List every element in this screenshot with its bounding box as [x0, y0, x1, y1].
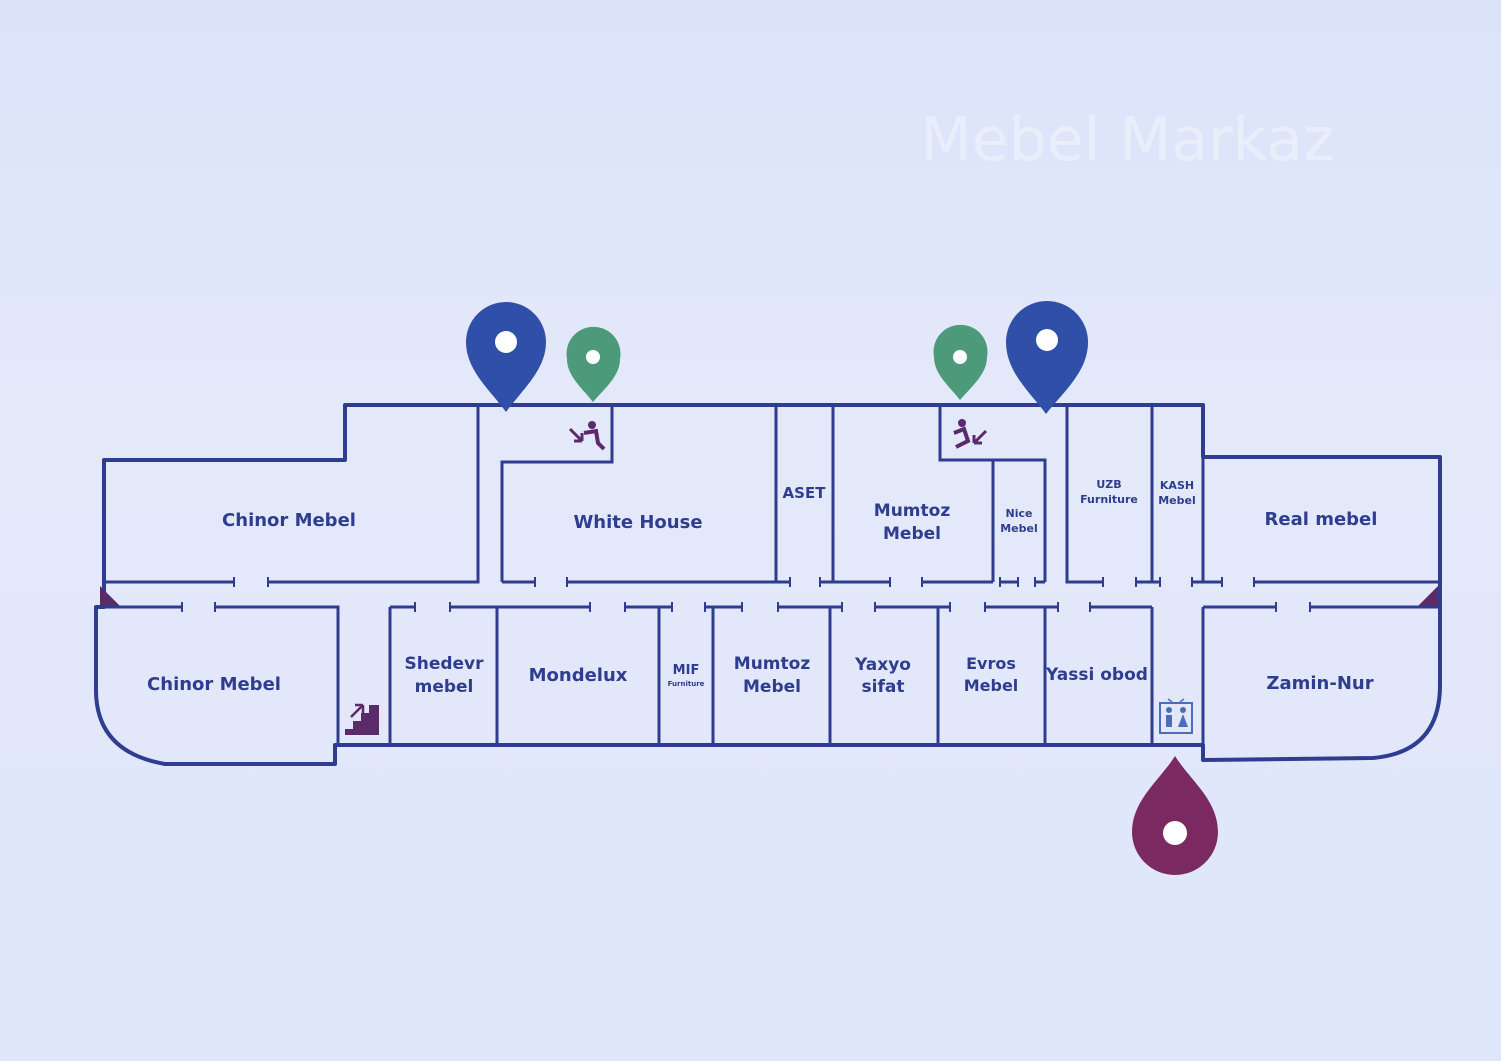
- store-uzb-furniture[interactable]: UZB Furniture: [1080, 478, 1138, 506]
- store-label-line2: Mebel: [1000, 522, 1038, 535]
- watermark-text: Mebel Markaz: [920, 105, 1335, 175]
- escalator-marker-right[interactable]: [933, 324, 988, 400]
- store-label-line1: Nice: [1006, 507, 1033, 520]
- entrance-marker-left[interactable]: [466, 302, 546, 412]
- store-zamin-nur[interactable]: Zamin-Nur: [1266, 673, 1373, 694]
- store-mif-furniture[interactable]: MIF Furniture: [668, 663, 705, 688]
- store-label-line1: Evros: [966, 654, 1016, 673]
- store-label-line2: Furniture: [668, 680, 705, 688]
- store-shedevr-mebel[interactable]: Shedevr mebel: [404, 654, 484, 697]
- entrance-marker-right[interactable]: [1006, 301, 1088, 414]
- stairs-icon: [1418, 586, 1438, 606]
- restroom-icon: [1159, 698, 1193, 734]
- store-aset[interactable]: ASET: [783, 484, 827, 502]
- store-chinor-mebel-top[interactable]: Chinor Mebel: [222, 510, 356, 531]
- store-mumtoz-mebel-top[interactable]: Mumtoz Mebel: [874, 501, 951, 544]
- store-label-line1: KASH: [1160, 479, 1194, 492]
- store-label-line2: Mebel: [1158, 494, 1196, 507]
- store-label-line1: Shedevr: [404, 654, 484, 674]
- store-yaxyo-sifat[interactable]: Yaxyo sifat: [854, 655, 911, 697]
- exit-pin-icon[interactable]: [1132, 756, 1218, 875]
- store-label-line1: Mumtoz: [874, 501, 951, 521]
- stairs-icon: [100, 586, 120, 606]
- store-label-line2: mebel: [415, 677, 474, 697]
- stairs-icon: [345, 703, 379, 735]
- store-mondelux[interactable]: Mondelux: [529, 665, 628, 686]
- escalator-marker-left[interactable]: [566, 326, 621, 402]
- store-label-line2: sifat: [862, 677, 905, 697]
- interior-walls: [104, 405, 1440, 745]
- store-label-line2: Mebel: [964, 676, 1019, 695]
- store-label-line1: Yaxyo: [854, 655, 911, 675]
- store-label-line1: Mumtoz: [734, 654, 811, 674]
- door-ticks: [181, 577, 1311, 612]
- escalator-icon: [953, 419, 988, 449]
- outer-wall: [94, 403, 1442, 766]
- store-white-house[interactable]: White House: [573, 512, 702, 533]
- store-label-line1: UZB: [1096, 478, 1121, 491]
- store-mumtoz-mebel-bottom[interactable]: Mumtoz Mebel: [734, 654, 811, 697]
- store-label-line2: Mebel: [743, 677, 801, 697]
- store-label-line2: Mebel: [883, 524, 941, 544]
- store-nice-mebel[interactable]: Nice Mebel: [1000, 507, 1038, 535]
- store-label-line2: Furniture: [1080, 493, 1138, 506]
- store-kash-mebel[interactable]: KASH Mebel: [1158, 479, 1196, 507]
- store-yassi-obod[interactable]: Yassi obod: [1045, 665, 1148, 685]
- store-evros-mebel[interactable]: Evros Mebel: [964, 654, 1019, 695]
- store-chinor-mebel-bottom[interactable]: Chinor Mebel: [147, 674, 281, 695]
- store-real-mebel[interactable]: Real mebel: [1265, 509, 1378, 530]
- escalator-icon: [568, 421, 606, 451]
- store-label-line1: MIF: [673, 663, 700, 678]
